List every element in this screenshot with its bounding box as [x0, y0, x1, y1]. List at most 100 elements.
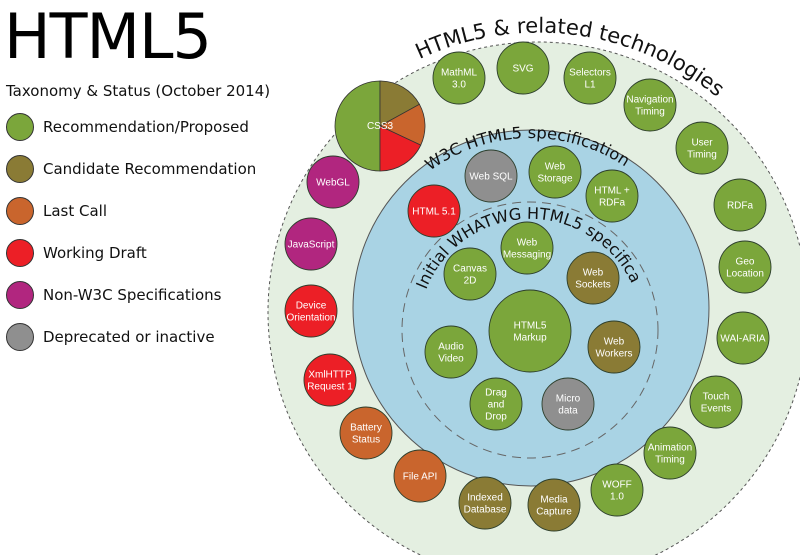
tech-label-line: File API [403, 472, 437, 483]
tech-node-svg[interactable]: SVG [496, 41, 550, 95]
tech-node-file-api[interactable]: File API [393, 449, 447, 503]
legend-swatch [6, 323, 34, 351]
css3-pie[interactable]: CSS3 [334, 80, 426, 172]
tech-label-line: 1.0 [610, 492, 624, 503]
tech-label-line: Markup [513, 333, 547, 344]
legend-label: Deprecated or inactive [43, 328, 215, 346]
tech-node-javascript[interactable]: JavaScript [284, 217, 338, 271]
page-title: HTML5 [4, 0, 212, 73]
legend-item-working-draft: Working Draft [6, 239, 147, 267]
tech-node-html-5-1[interactable]: HTML 5.1 [407, 184, 461, 238]
status-circle [464, 149, 518, 203]
legend-swatch [6, 155, 34, 183]
tech-label-line: User [691, 138, 713, 149]
legend-label: Candidate Recommendation [43, 160, 257, 178]
legend-item-last-call: Last Call [6, 197, 107, 225]
status-circle [587, 320, 641, 374]
tech-label-line: Storage [537, 174, 572, 185]
tech-label-line: Video [438, 354, 464, 365]
tech-label-line: WebGL [316, 178, 350, 189]
tech-label-line: Selectors [569, 68, 611, 79]
tech-label-line: Drop [485, 412, 507, 423]
tech-label-line: 2D [464, 276, 477, 287]
status-circle [643, 426, 697, 480]
legend-label: Working Draft [43, 244, 147, 262]
tech-label-line: Workers [595, 349, 632, 360]
tech-label-line: Timing [655, 455, 685, 466]
tech-label-line: Web [604, 337, 625, 348]
tech-label-line: Database [464, 505, 507, 516]
tech-node-wai-aria[interactable]: WAI-ARIA [716, 311, 770, 365]
status-circle [541, 377, 595, 431]
tech-label-line: Navigation [626, 95, 673, 106]
tech-label-line: Request 1 [307, 382, 353, 393]
tech-label-line: Timing [635, 107, 665, 118]
status-circle [528, 145, 582, 199]
tech-label-line: RDFa [599, 198, 626, 209]
css3-slice-candidate [379, 80, 420, 127]
tech-label-line: WAI-ARIA [720, 334, 766, 345]
legend-label: Last Call [43, 202, 108, 220]
tech-label-line: Drag [485, 388, 507, 399]
status-circle [585, 169, 639, 223]
css3-slice-working-draft [379, 125, 422, 172]
tech-node-rdfa[interactable]: RDFa [713, 178, 767, 232]
status-circle [339, 406, 393, 460]
tech-label-line: Location [726, 269, 764, 280]
status-circle [469, 377, 523, 431]
tech-node-html-rdfa[interactable]: HTML +RDFa [585, 169, 639, 223]
outer-ring [267, 41, 800, 555]
tech-label-line: Indexed [467, 493, 503, 504]
tech-node-web-sql[interactable]: Web SQL [464, 149, 518, 203]
legend-swatch [6, 113, 34, 141]
tech-node-webgl[interactable]: WebGL [306, 155, 360, 209]
tech-label-line: Audio [438, 342, 464, 353]
tech-label: HTML 5.1 [412, 207, 456, 218]
status-circle [566, 251, 620, 305]
status-circle [590, 463, 644, 517]
tech-label-line: Events [701, 404, 732, 415]
tech-label: SVG [512, 64, 533, 75]
status-circle [496, 41, 550, 95]
outer-ring-label: HTML5 & related technologies [412, 14, 729, 102]
status-circle [675, 121, 729, 175]
legend-swatch [6, 197, 34, 225]
tech-label-line: Battery [350, 423, 382, 434]
tech-label-line: Device [296, 301, 327, 312]
legend-item-recommendation: Recommendation/Proposed [6, 113, 249, 141]
